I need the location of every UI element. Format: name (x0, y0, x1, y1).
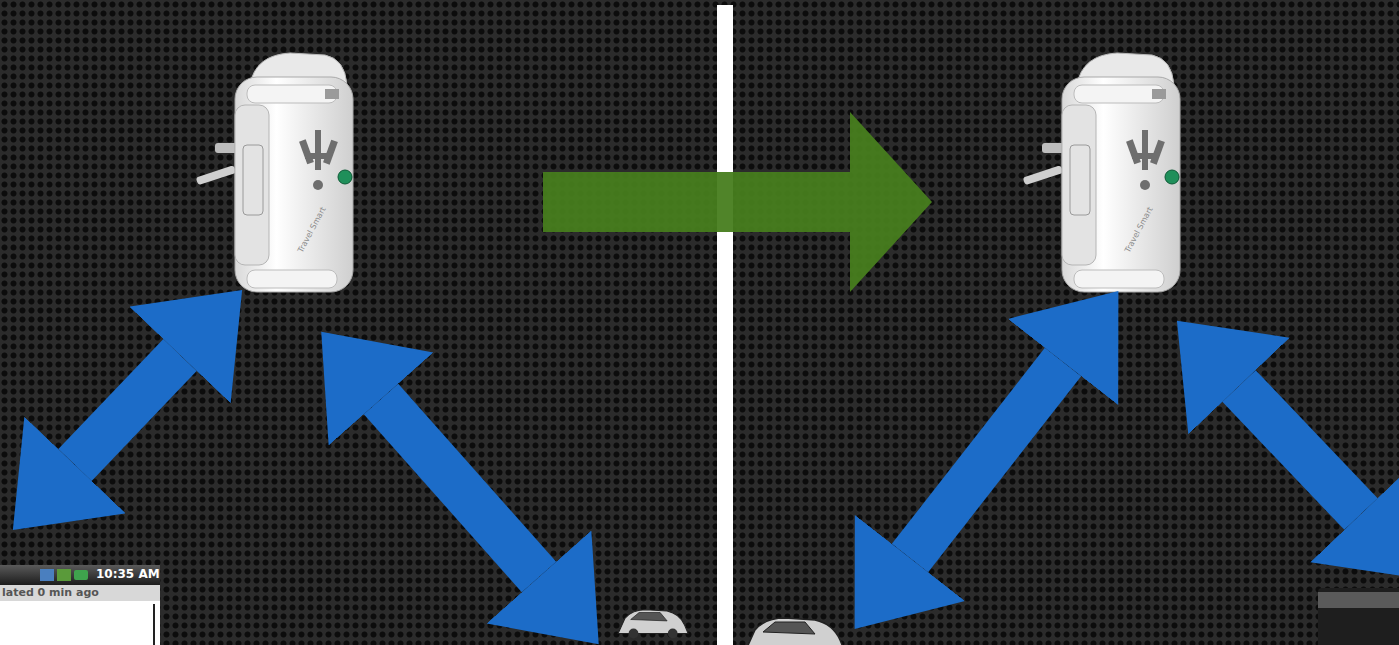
dark-device (1318, 588, 1399, 645)
blue-double-arrows (75, 355, 1361, 577)
divider-line (717, 5, 733, 645)
green-arrow (543, 112, 932, 292)
update-text: lated 0 min ago (2, 586, 99, 599)
travel-adapter (196, 53, 353, 292)
car-sketch (618, 610, 688, 639)
status-time: 10:35 AM (96, 567, 160, 581)
car-sketch (745, 618, 845, 645)
brand-text: Travel Smart (1123, 205, 1155, 254)
phone-screen (0, 565, 160, 645)
brand-text: Travel Smart (296, 205, 328, 254)
travel-adapter (1023, 53, 1180, 292)
